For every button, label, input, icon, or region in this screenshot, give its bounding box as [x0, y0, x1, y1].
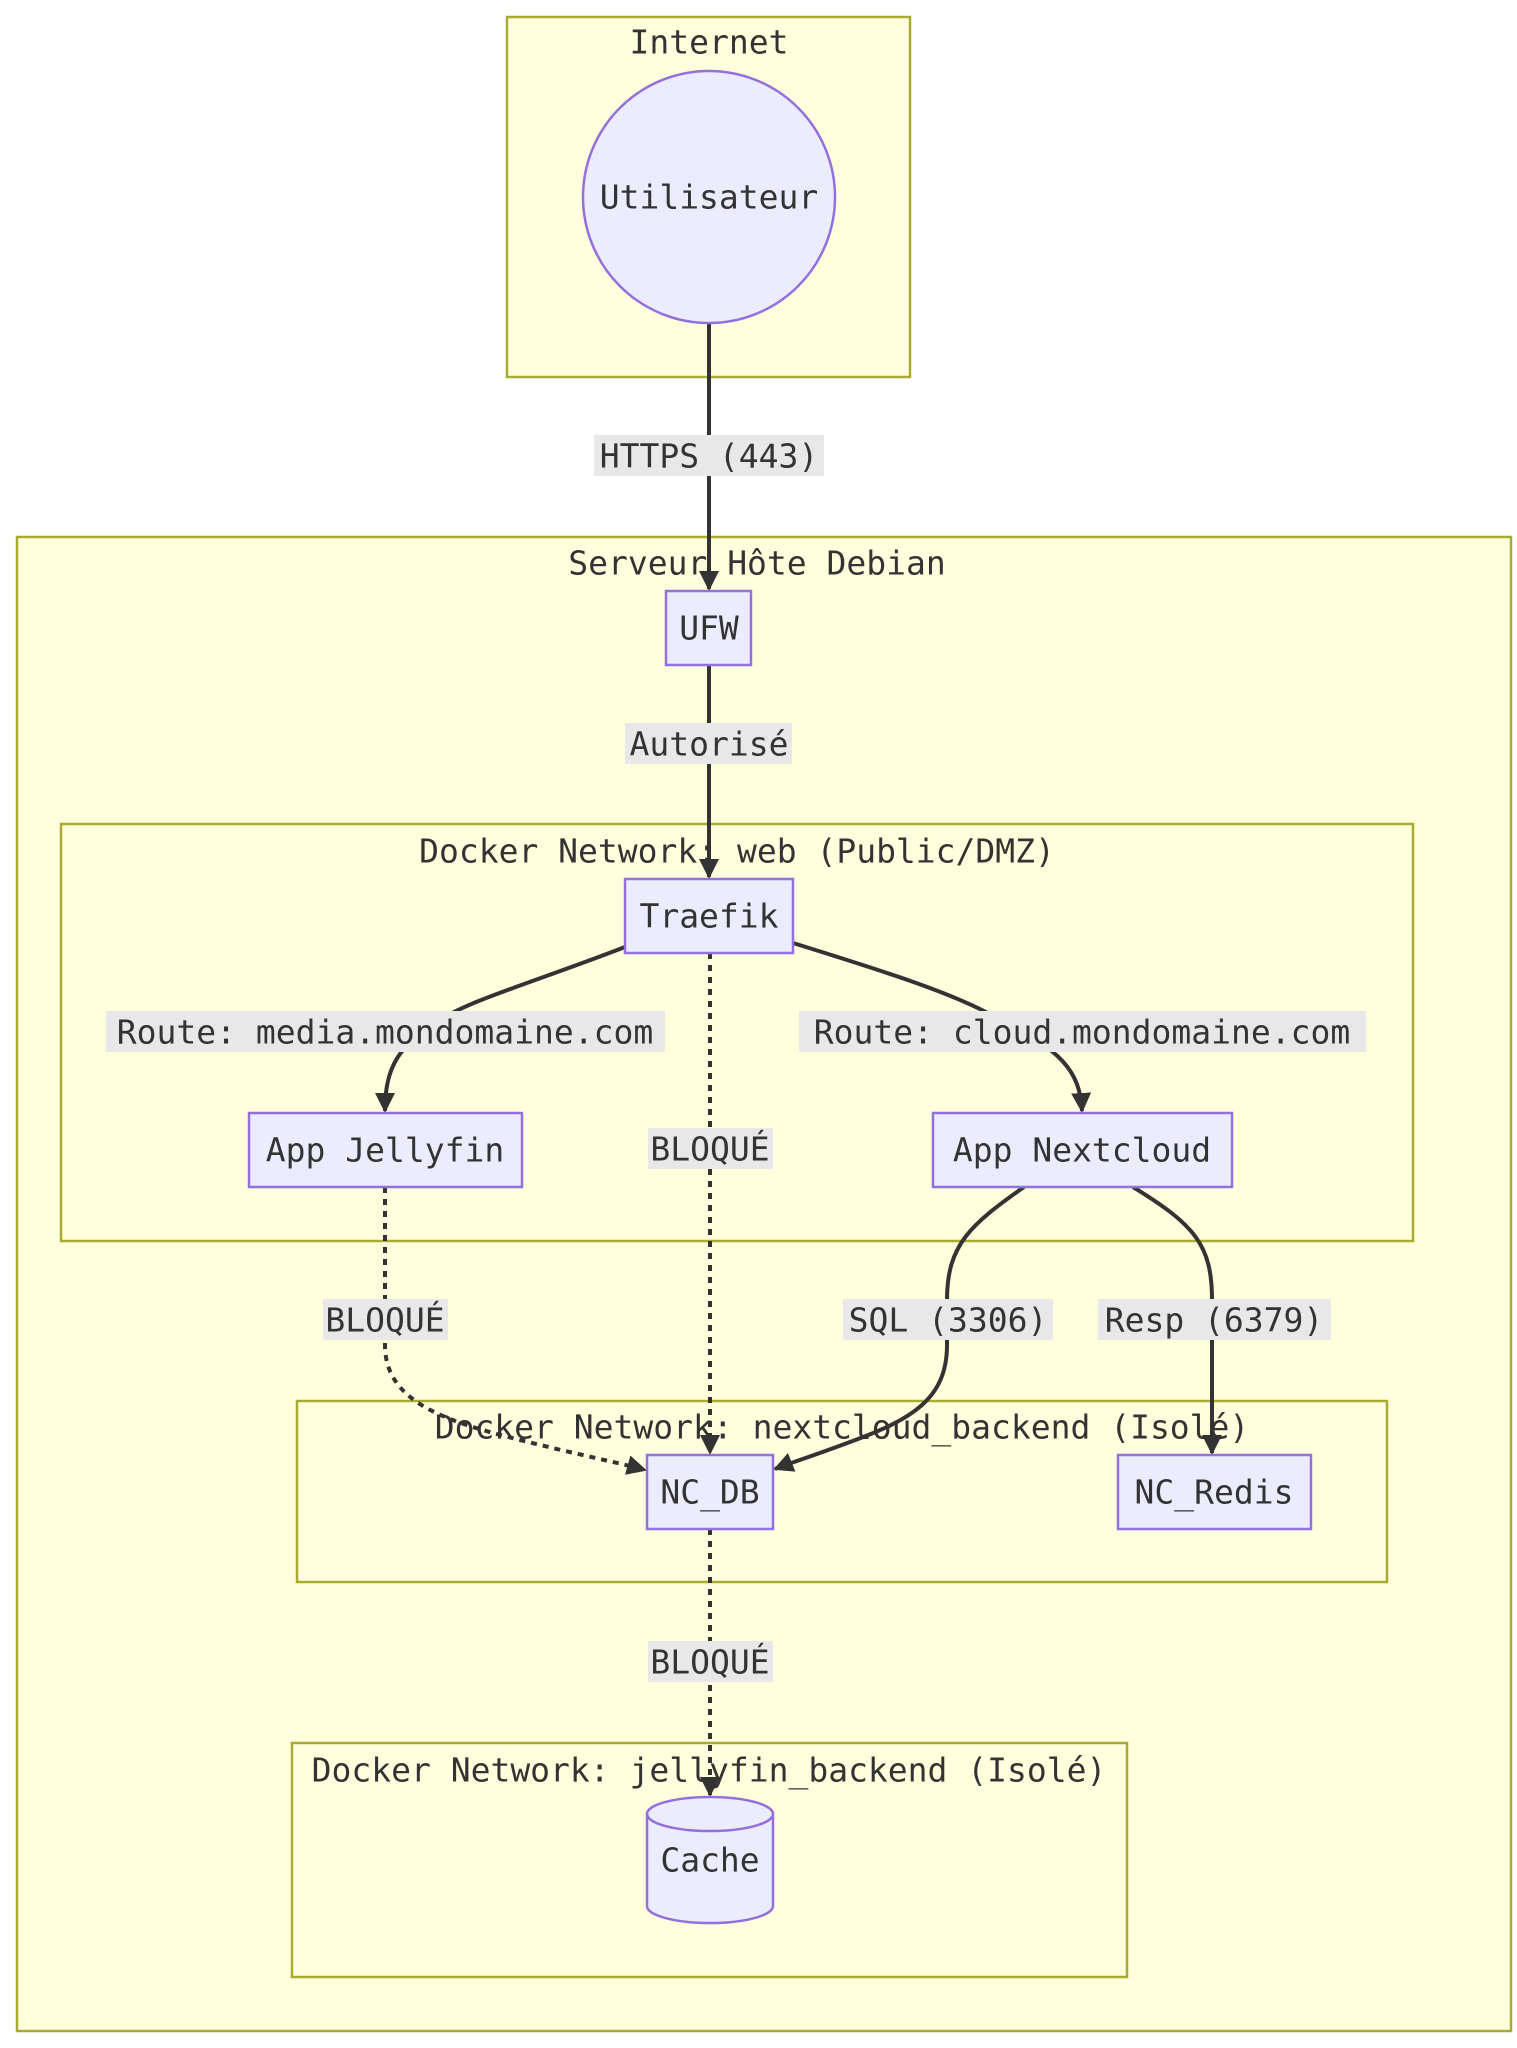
cluster-serveur-title: Serveur Hôte Debian	[568, 544, 946, 583]
edge-label-https-text: HTTPS (443)	[600, 437, 819, 476]
edge-label-bloque-ncdb: BLOQUÉ	[648, 1641, 773, 1682]
edge-label-bloque-ncdb-text: BLOQUÉ	[650, 1642, 769, 1682]
node-nc-redis[interactable]: NC_Redis	[1116, 1453, 1313, 1531]
edge-label-resp: Resp (6379)	[1098, 1299, 1331, 1340]
edge-label-route-media-bg	[106, 1011, 665, 1052]
edge-label-route-cloud-text: Route: cloud.mondomaine.com	[814, 1013, 1350, 1052]
edge-label-bloque-traefik-text: BLOQUÉ	[650, 1129, 769, 1169]
node-app-jellyfin-label: App Jellyfin	[266, 1131, 504, 1170]
cluster-internet-title: Internet	[630, 23, 789, 62]
edge-jellyfin-to-ncdb	[383, 1187, 647, 1475]
edge-label-autorise-text: Autorisé	[630, 725, 789, 764]
edge-label-https: HTTPS (443)	[594, 435, 824, 476]
node-cache[interactable]: Cache	[645, 1795, 775, 1925]
edge-label-sql-bg	[843, 1299, 1053, 1340]
node-app-nextcloud-label: App Nextcloud	[953, 1131, 1211, 1170]
edge-label-bloque-traefik-bg	[648, 1128, 773, 1169]
node-traefik-label: Traefik	[639, 897, 778, 936]
node-ufw-label: UFW	[679, 609, 739, 648]
node-nc-db-label: NC_DB	[660, 1473, 759, 1513]
node-nc-redis-shape	[1116, 1453, 1313, 1531]
edge-label-route-media-text: Route: media.mondomaine.com	[117, 1013, 653, 1052]
edge-label-bloque-jellyfin: BLOQUÉ	[323, 1299, 448, 1340]
node-cache-top-rim	[645, 1813, 775, 1833]
node-app-jellyfin[interactable]: App Jellyfin	[247, 1111, 524, 1189]
node-utilisateur[interactable]: Utilisateur	[581, 69, 837, 325]
node-nc-db[interactable]: NC_DB	[645, 1453, 775, 1531]
edge-label-resp-text: Resp (6379)	[1105, 1301, 1324, 1340]
edge-label-autorise: Autorisé	[625, 723, 792, 764]
edge-label-sql: SQL (3306)	[843, 1299, 1053, 1340]
node-app-jellyfin-shape	[247, 1111, 524, 1189]
node-cache-label: Cache	[660, 1841, 759, 1880]
node-nc-redis-label: NC_Redis	[1135, 1473, 1294, 1513]
edge-label-bloque-traefik: BLOQUÉ	[648, 1128, 773, 1169]
edge-label-resp-bg	[1098, 1299, 1331, 1340]
node-utilisateur-shape	[581, 69, 837, 325]
node-app-nextcloud-shape	[931, 1111, 1234, 1189]
node-traefik-shape	[623, 877, 795, 955]
edge-label-bloque-ncdb-bg	[648, 1641, 773, 1682]
node-app-nextcloud[interactable]: App Nextcloud	[931, 1111, 1234, 1189]
node-nc-db-shape	[645, 1453, 775, 1531]
node-ufw[interactable]: UFW	[664, 589, 753, 667]
node-utilisateur-label: Utilisateur	[600, 178, 819, 217]
edge-nextcloud-to-redis	[1131, 1185, 1222, 1455]
edge-label-route-cloud: Route: cloud.mondomaine.com	[799, 1011, 1366, 1052]
edge-label-bloque-jellyfin-text: BLOQUÉ	[325, 1300, 444, 1340]
node-ufw-shape	[664, 589, 753, 667]
edge-label-sql-text: SQL (3306)	[849, 1301, 1048, 1340]
edge-label-route-media: Route: media.mondomaine.com	[106, 1011, 665, 1052]
cluster-web-title: Docker Network: web (Public/DMZ)	[419, 832, 1055, 871]
edge-label-https-bg	[594, 435, 824, 476]
edge-label-bloque-jellyfin-bg	[323, 1299, 448, 1340]
edge-label-route-cloud-bg	[799, 1011, 1366, 1052]
node-traefik[interactable]: Traefik	[623, 877, 795, 955]
edge-nextcloud-to-ncdb	[773, 1185, 1026, 1472]
cluster-nextcloud-backend-title: Docker Network: nextcloud_backend (Isolé…	[435, 1408, 1250, 1448]
edge-label-autorise-bg	[625, 723, 792, 764]
